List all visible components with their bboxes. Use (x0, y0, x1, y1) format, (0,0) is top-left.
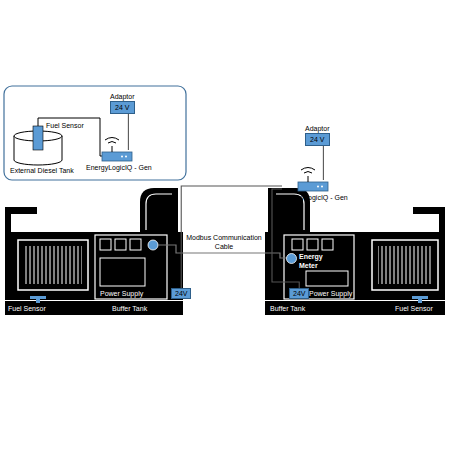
part-label: Fuel Sensor (46, 121, 84, 130)
part-label: External Diesel Tank (10, 166, 74, 175)
power-supply-box: 24V (289, 288, 309, 299)
device-name: EnergyLogicIQ - Gen (86, 163, 152, 172)
voltage-label: 24V (175, 289, 187, 298)
part-label: Fuel Sensor (395, 304, 433, 313)
adaptor-heading: Adaptor (110, 92, 135, 101)
router-icon (86, 150, 142, 162)
wire-connector (272, 189, 299, 288)
wire-connector (323, 146, 324, 180)
part-label: Buffer Tank (112, 304, 147, 313)
router-device: EnergyLogicIQ - Gen (86, 150, 152, 172)
router-device: EnergyLogicIQ - Gen (282, 180, 348, 202)
meter-dial (286, 253, 297, 264)
adaptor-box: Adaptor 24 V (110, 92, 135, 114)
adaptor-heading: Adaptor (305, 124, 330, 133)
part-label: Modbus Communication Cable (184, 233, 264, 251)
voltage-label: 24V (293, 289, 305, 298)
voltage-label: 24 V (115, 103, 130, 112)
energy-meter: Energy Meter (286, 252, 327, 270)
meter-label: Energy Meter (299, 252, 327, 270)
adaptor-body: 24 V (305, 133, 330, 146)
part-label: Fuel Sensor (8, 304, 46, 313)
voltage-label: 24 V (310, 135, 325, 144)
part-label: Buffer Tank (270, 304, 305, 313)
router-icon (282, 180, 338, 192)
wire-connector (181, 186, 282, 288)
power-supply-box: 24V (171, 288, 191, 299)
adaptor-body: 24 V (110, 101, 135, 114)
device-name: EnergyLogicIQ - Gen (282, 193, 348, 202)
adaptor-box: Adaptor 24 V (305, 124, 330, 146)
part-label: Power Supply (100, 289, 143, 298)
wire-connector (128, 114, 129, 150)
part-label: Power Supply (309, 289, 352, 298)
